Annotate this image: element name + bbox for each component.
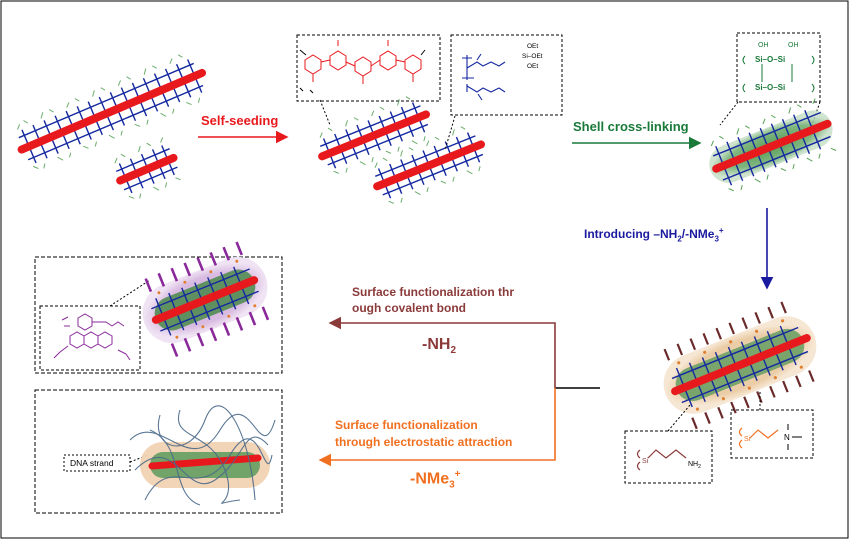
chem-oh-right: OH (788, 42, 799, 49)
electrostatic-label-line1: Surface functionalization (335, 418, 478, 432)
chem-si-o-si-top: Si–O–Si (755, 55, 785, 64)
dna-strand-label-box (63, 454, 131, 472)
micelle-crosslinked (709, 98, 837, 192)
chem-oet-2: OEt (527, 63, 538, 70)
dna-strands (129, 405, 276, 506)
nh2-label: -NH2 (422, 336, 456, 357)
chem-oh-left: OH (758, 42, 769, 49)
electrostatic-label-line2: through electrostatic attraction (335, 435, 513, 449)
micelle-dye-labeled (142, 241, 270, 358)
corona-polymer-structure-box (450, 34, 563, 116)
amine-structure-box (624, 430, 713, 484)
chem-si-oet: Si–OEt (522, 53, 543, 60)
chem-n-plus: N (784, 433, 790, 442)
corona-polymer-structure (462, 53, 506, 101)
micelle-long-seed (17, 54, 207, 169)
siloxane-network-box (736, 32, 821, 103)
core-polymer-structure (299, 40, 426, 94)
covalent-arrow (328, 316, 556, 388)
electrostatic-product-box (34, 389, 283, 514)
introducing-label: Introducing –NH2/-NMe3+ (584, 226, 724, 244)
nme3-label: -NMe3+ (410, 469, 461, 491)
micelle-short-seed (114, 137, 181, 199)
core-polymer-structure-box (296, 34, 441, 102)
rhodamine-structure (53, 313, 131, 361)
chem-si-ammonium: Si (744, 436, 751, 443)
micelle-dna-complex (129, 405, 276, 506)
rhodamine-structure-box (39, 305, 141, 371)
micelle-elongated-lower (373, 126, 485, 204)
covalent-label-line1: Surface functionalization thr (352, 285, 515, 299)
electrostatic-arrow (318, 388, 556, 467)
micelle-elongated-upper (318, 96, 430, 174)
chem-si-o-si-bottom: Si–O–Si (755, 83, 785, 92)
self-seeding-label: Self-seeding (201, 113, 279, 128)
ammonium-structure-box (730, 409, 814, 459)
covalent-label-line2: ough covalent bond (352, 301, 466, 315)
micelle-functionalized (663, 301, 817, 430)
dna-strand-label: DNA strand (70, 458, 114, 468)
covalent-product-box (34, 256, 283, 374)
chem-si-amine: Si (642, 458, 649, 465)
chem-nh2: NH2 (688, 461, 701, 470)
chem-oet-1: OEt (527, 43, 538, 50)
shell-crosslinking-label: Shell cross-linking (573, 119, 689, 134)
